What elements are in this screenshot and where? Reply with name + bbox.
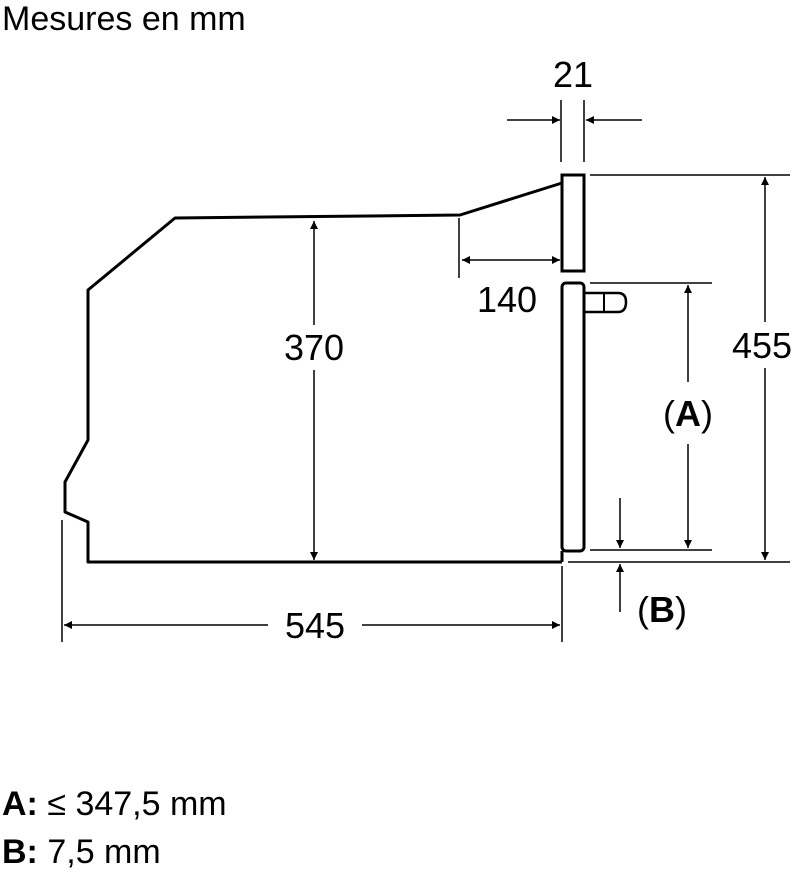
dim-label-140: 140 — [477, 279, 537, 320]
dim-label-455: 455 — [732, 325, 792, 366]
legend-value-b: 7,5 mm — [47, 833, 161, 871]
legend-value-a: ≤ 347,5 mm — [47, 785, 227, 823]
dim-label-a: (A) — [663, 393, 713, 434]
diagram-title: Mesures en mm — [2, 0, 246, 38]
legend-key-b: B: — [2, 833, 38, 871]
legend-key-a: A: — [2, 785, 38, 823]
dim-label-545: 545 — [285, 605, 345, 646]
dim-label-370: 370 — [284, 327, 344, 368]
dim-label-b: (B) — [637, 589, 687, 630]
legend-item-b: B: 7,5 mm — [2, 834, 161, 870]
front-panel-door — [560, 281, 586, 553]
dim-label-21: 21 — [553, 54, 593, 95]
door-handle — [584, 291, 628, 314]
front-panel-upper — [560, 173, 586, 273]
appliance-body-outline — [63, 181, 563, 564]
legend-item-a: A: ≤ 347,5 mm — [2, 786, 227, 822]
